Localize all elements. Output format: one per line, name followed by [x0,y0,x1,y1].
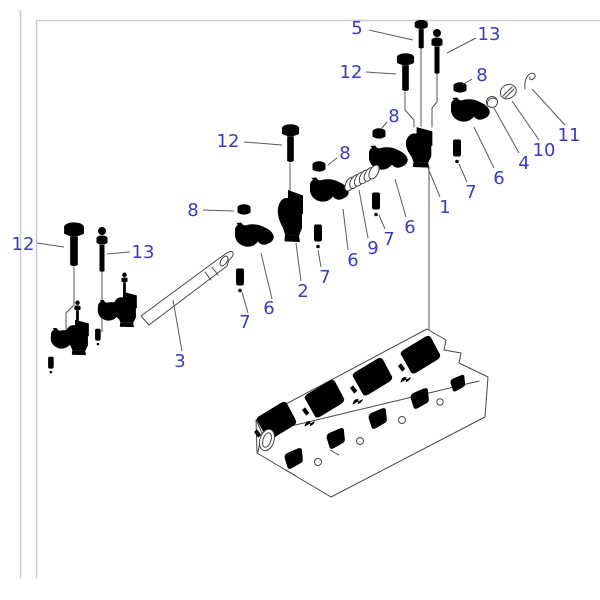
part-7-adjuster-a [453,127,461,164]
part-8-nut-c [312,161,326,172]
callout-number-8: 8 [388,106,399,127]
callout-number-12: 12 [217,131,240,152]
part-11-clip [525,73,535,89]
part-13-stud-top [431,29,443,74]
callout-number-6: 6 [263,298,274,319]
callout-number-6: 6 [493,168,504,189]
connector-lines [66,49,437,345]
part-6-rocker-arm-a [451,97,490,122]
leader-line-8 [381,121,388,129]
leader-line-5 [368,29,414,41]
leader-line-13 [446,37,477,54]
callout-number-6: 6 [347,250,358,271]
leader-line-6 [342,208,349,251]
part-12-bolt-top [396,53,415,91]
leader-line-7 [458,163,468,183]
leader-line-8 [202,209,235,212]
callout-number-5: 5 [351,18,362,39]
part-7-adjuster-d [236,256,244,293]
leader-line-8 [327,157,338,166]
callout-number-7: 7 [319,267,330,288]
part-8-nut-d [237,204,251,215]
leader-line-6 [473,126,495,169]
page-frame [19,10,600,578]
part-8-nut-b [372,128,386,139]
callout-number-2: 2 [297,281,308,302]
callout-number-12: 12 [12,234,35,255]
part-3-shaft [141,252,233,326]
callout-number-11: 11 [558,125,581,146]
leader-line-2 [295,242,302,282]
leader-line-13 [106,251,131,255]
leader-line-6 [394,178,407,218]
leader-line-3 [172,299,183,352]
assembly-adjuster-right [95,320,101,346]
part-12-bolt-left [64,222,84,267]
callout-number-7: 7 [239,312,250,333]
part-10-retainer [501,84,517,99]
leader-line-7 [378,214,386,230]
leader-line-12 [243,141,283,146]
leader-line-6 [260,252,273,300]
leader-line-10 [511,100,540,141]
callout-number-6: 6 [404,217,415,238]
assembly-adjuster-left [48,348,54,374]
part-4-cap [487,97,498,108]
part-1-bracket [405,127,433,168]
callout-number-10: 10 [533,140,556,161]
callout-number-7: 7 [383,229,394,250]
part-12-bolt-middle [281,124,300,162]
callout-number-7: 7 [465,182,476,203]
callout-number-13: 13 [478,24,501,45]
exploded-parts-artwork [48,19,535,497]
callout-number-8: 8 [187,200,198,221]
part-6-rocker-arm-c [310,177,349,202]
leader-line-1 [427,167,441,198]
callout-number-3: 3 [174,351,185,372]
part-3-rocker-assembly [48,252,233,374]
leader-line-7 [317,249,322,268]
callout-number-13: 13 [132,242,155,263]
callout-number-9: 9 [367,238,378,259]
cylinder-head [247,329,488,497]
callout-number-8: 8 [339,143,350,164]
part-7-adjuster-b [372,180,380,217]
leader-line-4 [493,107,520,154]
part-2-bracket [277,190,303,243]
callout-number-12: 12 [340,62,363,83]
leader-line-8 [461,78,473,86]
leader-line-7 [241,291,249,314]
part-5-bolt [414,19,428,49]
leader-line-12 [365,71,397,75]
callout-number-1: 1 [439,197,450,218]
part-7-adjuster-c [314,212,322,249]
part-13-stud-left [96,227,108,272]
leader-line-12 [36,242,65,248]
callout-number-8: 8 [476,65,487,86]
callout-number-4: 4 [518,153,529,174]
leader-line-11 [531,88,566,126]
part-6-rocker-arm-d [235,222,274,247]
part-9-spring [343,163,381,192]
leader-line-9 [358,189,369,239]
